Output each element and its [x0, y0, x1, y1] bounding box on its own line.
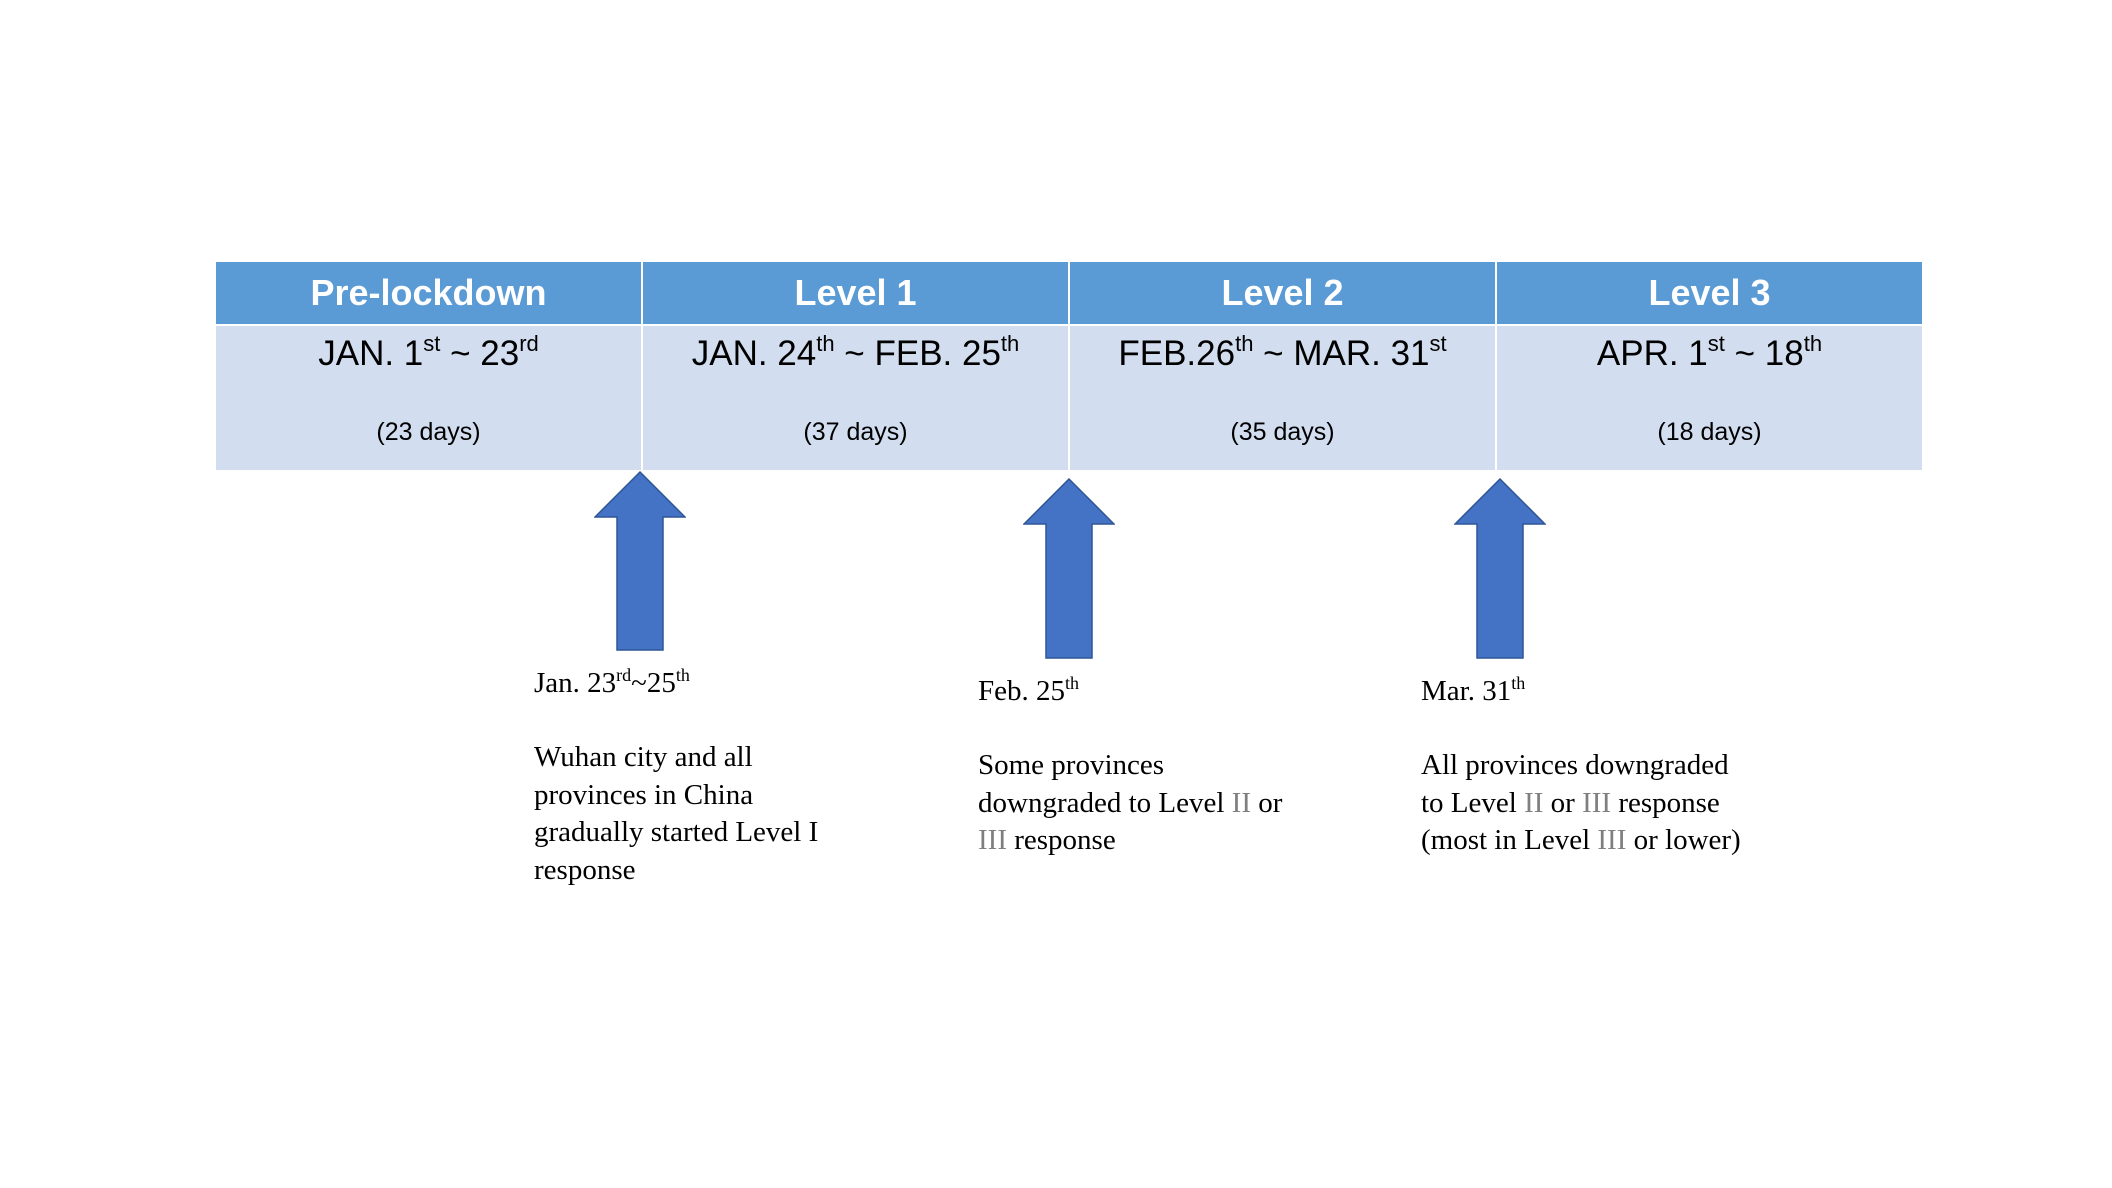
- phase-date-range: FEB.26th ~ MAR. 31st: [1118, 331, 1447, 373]
- event-date: Mar. 31th: [1421, 673, 1526, 707]
- event-date: Jan. 23rd~25th: [534, 665, 690, 699]
- event-description: Wuhan city and all provinces in China gr…: [534, 741, 819, 886]
- phase-cell-level-3: APR. 1st ~ 18th (18 days): [1497, 326, 1922, 470]
- phase-name-pre-lockdown: Pre-lockdown: [216, 262, 643, 324]
- phase-name-level-2: Level 2: [1070, 262, 1497, 324]
- phase-duration: (23 days): [376, 418, 481, 446]
- phase-date-range: APR. 1st ~ 18th: [1596, 331, 1823, 373]
- event-note-jan-23: Jan. 23rd~25th Wuhan city and all provin…: [534, 665, 864, 889]
- phase-body-row: JAN. 1st ~ 23rd (23 days) JAN. 24th ~ FE…: [216, 326, 1922, 470]
- event-description: All provinces downgraded to Level II or …: [1421, 749, 1741, 856]
- phase-date-range: JAN. 24th ~ FEB. 25th: [691, 331, 1020, 373]
- phase-cell-pre-lockdown: JAN. 1st ~ 23rd (23 days): [216, 326, 643, 470]
- event-note-mar-31: Mar. 31th All provinces downgraded to Le…: [1421, 673, 1751, 860]
- timeline-table: Pre-lockdown Level 1 Level 2 Level 3 JAN…: [216, 262, 1922, 470]
- event-note-feb-25: Feb. 25th Some provinces downgraded to L…: [978, 673, 1308, 860]
- event-description: Some provinces downgraded to Level II or…: [978, 749, 1283, 856]
- phase-duration: (18 days): [1657, 418, 1762, 446]
- phase-header-row: Pre-lockdown Level 1 Level 2 Level 3: [216, 262, 1922, 324]
- event-date: Feb. 25th: [978, 673, 1080, 707]
- phase-date-range: JAN. 1st ~ 23rd: [318, 331, 539, 373]
- up-arrow-icon: [1023, 478, 1115, 659]
- phase-cell-level-2: FEB.26th ~ MAR. 31st (35 days): [1070, 326, 1497, 470]
- up-arrow-icon: [1454, 478, 1546, 659]
- up-arrow-icon: [594, 471, 686, 651]
- phase-duration: (37 days): [803, 418, 908, 446]
- phase-cell-level-1: JAN. 24th ~ FEB. 25th (37 days): [643, 326, 1070, 470]
- phase-name-level-1: Level 1: [643, 262, 1070, 324]
- phase-name-level-3: Level 3: [1648, 272, 1771, 313]
- phase-duration: (35 days): [1230, 418, 1335, 446]
